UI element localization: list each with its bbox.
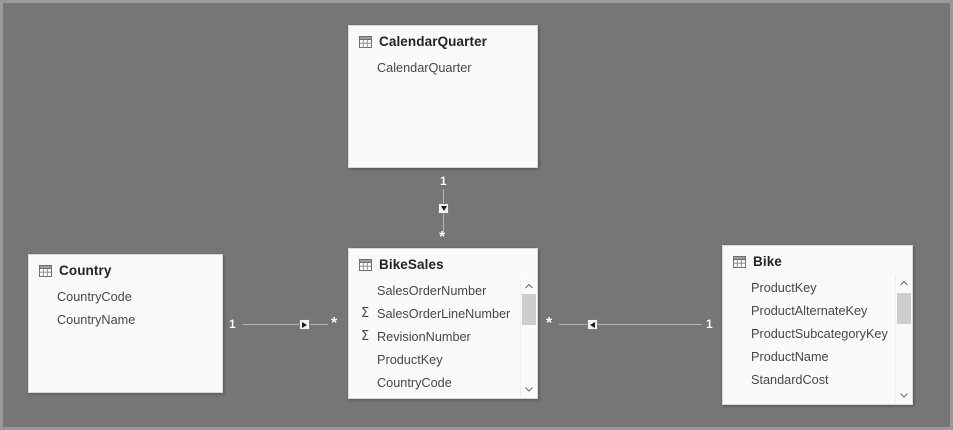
filter-arrow-left-icon[interactable]: [587, 319, 598, 330]
cardinality-from: 1: [440, 174, 447, 188]
scroll-up-icon[interactable]: [521, 278, 537, 294]
field-name: StandardCost: [751, 372, 829, 387]
field-list-calendarquarter: CalendarQuarter: [349, 53, 537, 79]
filter-arrow-down-icon[interactable]: [438, 203, 449, 214]
scrollbar-thumb[interactable]: [897, 293, 911, 324]
scroll-up-icon[interactable]: [896, 275, 912, 291]
table-header-country[interactable]: Country: [29, 255, 222, 282]
cardinality-to: *: [331, 315, 338, 332]
cardinality-from: 1: [229, 317, 236, 331]
scrollbar-thumb[interactable]: [522, 294, 536, 325]
scroll-down-icon[interactable]: [896, 387, 912, 403]
table-header-bikesales[interactable]: BikeSales: [349, 249, 537, 276]
field-row[interactable]: CountryName: [29, 308, 222, 331]
field-name: ProductKey: [751, 280, 817, 295]
field-row[interactable]: Σ SalesOrderLineNumber: [349, 302, 537, 325]
filter-direction-triangle: [302, 321, 307, 328]
field-name: ProductSubcategoryKey: [751, 326, 888, 341]
cardinality-from: *: [546, 315, 553, 332]
table-title: Country: [59, 263, 112, 278]
field-name: CountryCode: [377, 375, 452, 390]
field-row[interactable]: CalendarQuarter: [349, 56, 537, 79]
cardinality-to: 1: [706, 317, 713, 331]
table-header-calendarquarter[interactable]: CalendarQuarter: [349, 26, 537, 53]
filter-direction-triangle: [440, 206, 447, 211]
filter-arrow-right-icon[interactable]: [299, 319, 310, 330]
field-name: SalesOrderLineNumber: [377, 306, 511, 321]
table-title: CalendarQuarter: [379, 34, 488, 49]
table-grid-icon: [733, 255, 746, 268]
field-row[interactable]: CountryCode: [29, 285, 222, 308]
field-name: CountryName: [57, 312, 136, 327]
sigma-icon: Σ: [361, 306, 370, 321]
table-grid-icon: [39, 264, 52, 277]
sigma-icon: Σ: [361, 329, 370, 344]
field-name: ProductName: [751, 349, 829, 364]
field-list-scrollbar-bikesales[interactable]: [520, 278, 536, 397]
table-header-bike[interactable]: Bike: [723, 246, 912, 273]
field-list-scrollbar-bike[interactable]: [895, 275, 911, 403]
field-row[interactable]: SalesOrderNumber: [349, 279, 537, 302]
field-name: RevisionNumber: [377, 329, 471, 344]
table-grid-icon: [359, 258, 372, 271]
field-row[interactable]: Σ RevisionNumber: [349, 325, 537, 348]
field-name: CountryCode: [57, 289, 132, 304]
field-name: ProductAlternateKey: [751, 303, 868, 318]
table-title: BikeSales: [379, 257, 444, 272]
cardinality-to: *: [439, 229, 446, 246]
relationship-line[interactable]: [559, 324, 702, 325]
filter-direction-triangle: [590, 321, 595, 328]
field-name: CalendarQuarter: [377, 60, 472, 75]
field-row[interactable]: CountryCode: [349, 371, 537, 394]
field-row[interactable]: ProductSubcategoryKey: [723, 322, 912, 345]
field-row[interactable]: ProductAlternateKey: [723, 299, 912, 322]
field-row[interactable]: ProductKey: [349, 348, 537, 371]
relationship-line[interactable]: [243, 324, 328, 325]
field-name: SalesOrderNumber: [377, 283, 487, 298]
field-name: ProductKey: [377, 352, 443, 367]
table-title: Bike: [753, 254, 782, 269]
scroll-down-icon[interactable]: [521, 381, 537, 397]
field-row[interactable]: ProductKey: [723, 276, 912, 299]
table-grid-icon: [359, 35, 372, 48]
field-row[interactable]: StandardCost: [723, 368, 912, 391]
field-row[interactable]: ProductName: [723, 345, 912, 368]
